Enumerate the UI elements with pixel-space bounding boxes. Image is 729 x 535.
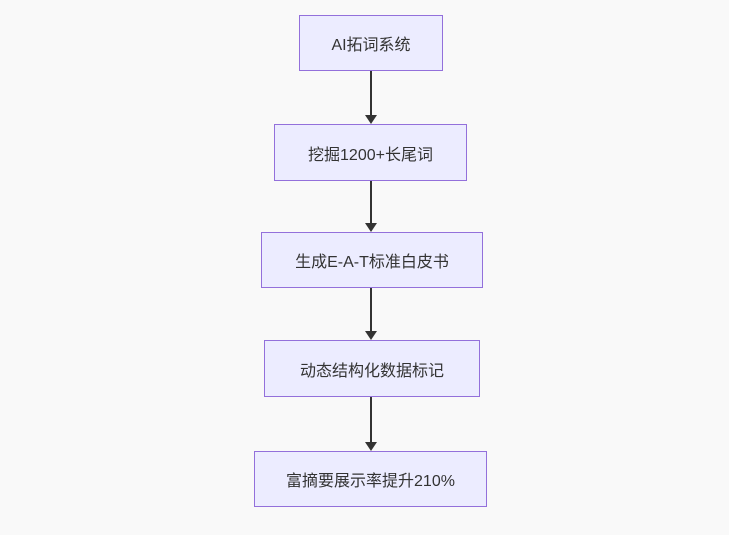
- arrow-head-icon: [365, 331, 377, 340]
- arrow-head-icon: [365, 223, 377, 232]
- arrow-line: [370, 397, 372, 442]
- node-label: 挖掘1200+长尾词: [308, 146, 433, 164]
- node-label: 富摘要展示率提升210%: [286, 473, 455, 490]
- arrow-line: [370, 71, 372, 115]
- flowchart-arrow-4: [365, 397, 377, 451]
- node-label: 动态结构化数据标记: [299, 362, 444, 380]
- arrow-head-icon: [365, 442, 377, 451]
- arrow-head-icon: [365, 115, 377, 124]
- flowchart-node-ai-word-expansion: AI拓词系统: [299, 15, 443, 71]
- flowchart-node-rich-snippet-rate: 富摘要展示率提升210%: [254, 451, 487, 507]
- arrow-line: [370, 288, 372, 331]
- node-label: 生成E-A-T标准白皮书: [295, 254, 449, 271]
- flowchart-node-eat-whitepaper: 生成E-A-T标准白皮书: [261, 232, 483, 288]
- node-label: AI拓词系统: [331, 37, 411, 54]
- flowchart-arrow-3: [365, 288, 377, 340]
- flowchart-arrow-1: [365, 71, 377, 124]
- flowchart-node-structured-data-markup: 动态结构化数据标记: [264, 340, 480, 397]
- flowchart-arrow-2: [365, 181, 377, 232]
- arrow-line: [370, 181, 372, 223]
- flowchart-node-longtail-keywords: 挖掘1200+长尾词: [274, 124, 467, 181]
